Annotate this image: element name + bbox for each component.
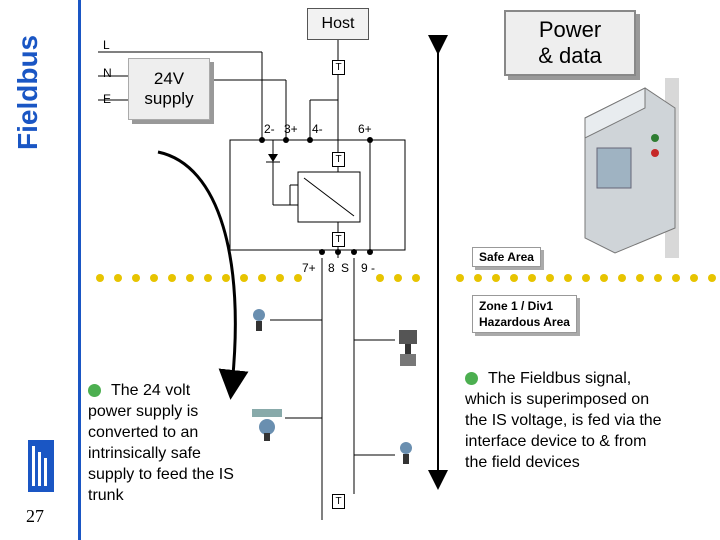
terminal-label: 9 - [361,261,376,275]
terminal-label: 6+ [358,122,372,136]
terminal-label: 8 [328,261,335,275]
mains-label-e: E [103,92,112,106]
note-right-text: The Fieldbus signal, which is superimpos… [465,370,662,471]
page-number: 27 [26,506,44,526]
company-logo-icon [28,440,54,492]
mains-label-n: N [103,66,112,80]
supply-box: 24V supply [128,58,210,120]
note-left: The 24 volt power supply is converted to… [88,380,238,506]
mains-label-l: L [103,38,110,52]
hazardous-area-label: Zone 1 / Div1 Hazardous Area [472,295,577,333]
field-transmitter-icon [400,442,412,464]
field-transmitter-icon [253,309,265,331]
terminal-label: S [341,261,350,275]
note-left-text: The 24 volt power supply is converted to… [88,382,234,504]
terminal-label: 7+ [302,261,316,275]
bullet-icon [88,384,101,398]
terminal-label: 2- [264,122,275,136]
flowmeter-icon [252,409,282,441]
terminal-label: 4- [312,122,323,136]
t-box: T [332,232,345,247]
note-right: The Fieldbus signal, which is superimpos… [465,368,665,473]
terminal-label: 3+ [284,122,298,136]
safe-area-label: Safe Area [472,247,541,267]
t-box: T [332,60,345,75]
interface-device-image [584,78,679,258]
host-box: Host [307,8,369,40]
power-data-box: Power & data [504,10,636,76]
supply-label: 24V supply [144,69,194,108]
t-box: T [332,152,345,167]
sidebar: Fieldbus 27 [0,0,81,540]
t-box: T [332,494,345,509]
bullet-icon [465,372,478,386]
field-valve-icon [399,330,417,366]
power-data-label: Power & data [538,17,602,68]
